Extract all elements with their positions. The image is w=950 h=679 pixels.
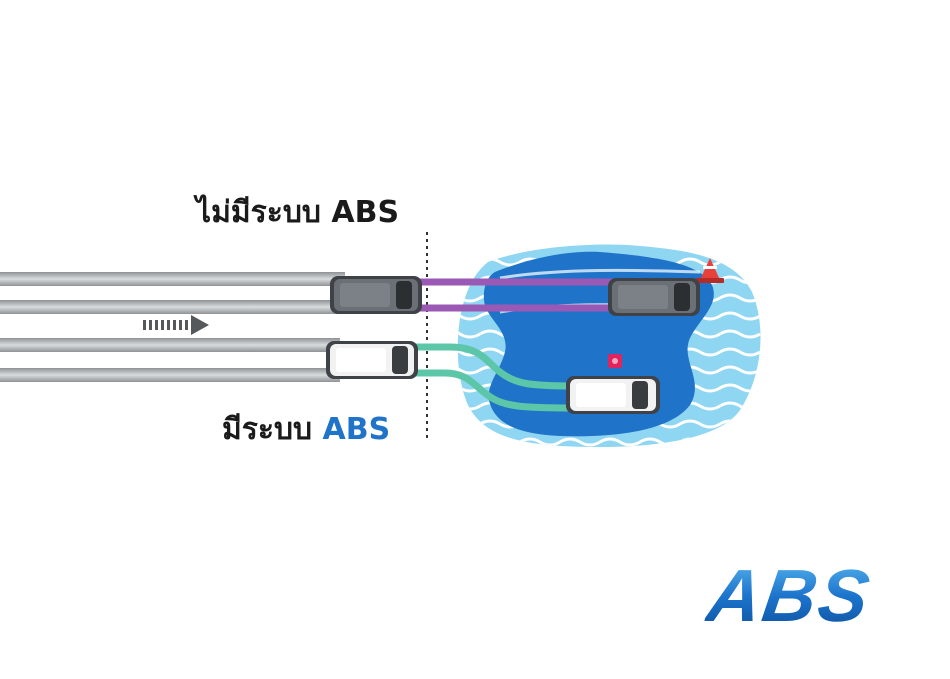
label-without-abs: ไม่มีระบบ ABS [196, 198, 399, 228]
label-with-abs-suffix: ABS [322, 412, 391, 447]
label-without-abs-prefix: ไม่มีระบบ [196, 195, 321, 230]
road-lane-2 [0, 300, 345, 314]
label-without-abs-suffix: ABS [331, 195, 400, 230]
car-with-abs-end [566, 376, 660, 414]
traffic-cone-icon [696, 258, 724, 283]
arrow-right-icon [143, 315, 209, 335]
road-lane-3 [0, 338, 340, 352]
road-lane-1 [0, 272, 345, 286]
car-with-abs-start [326, 341, 418, 379]
label-with-abs-prefix: มีระบบ [222, 412, 313, 447]
car-without-abs-start [330, 276, 422, 314]
label-with-abs: มีระบบ ABS [222, 415, 390, 445]
abs-logo: ABS [702, 554, 903, 637]
obstacle-icon [608, 354, 622, 368]
road-lanes [0, 272, 345, 382]
car-without-abs-end [608, 278, 700, 316]
track-without-abs [412, 278, 640, 312]
road-lane-4 [0, 368, 340, 382]
track-with-abs [408, 343, 576, 412]
